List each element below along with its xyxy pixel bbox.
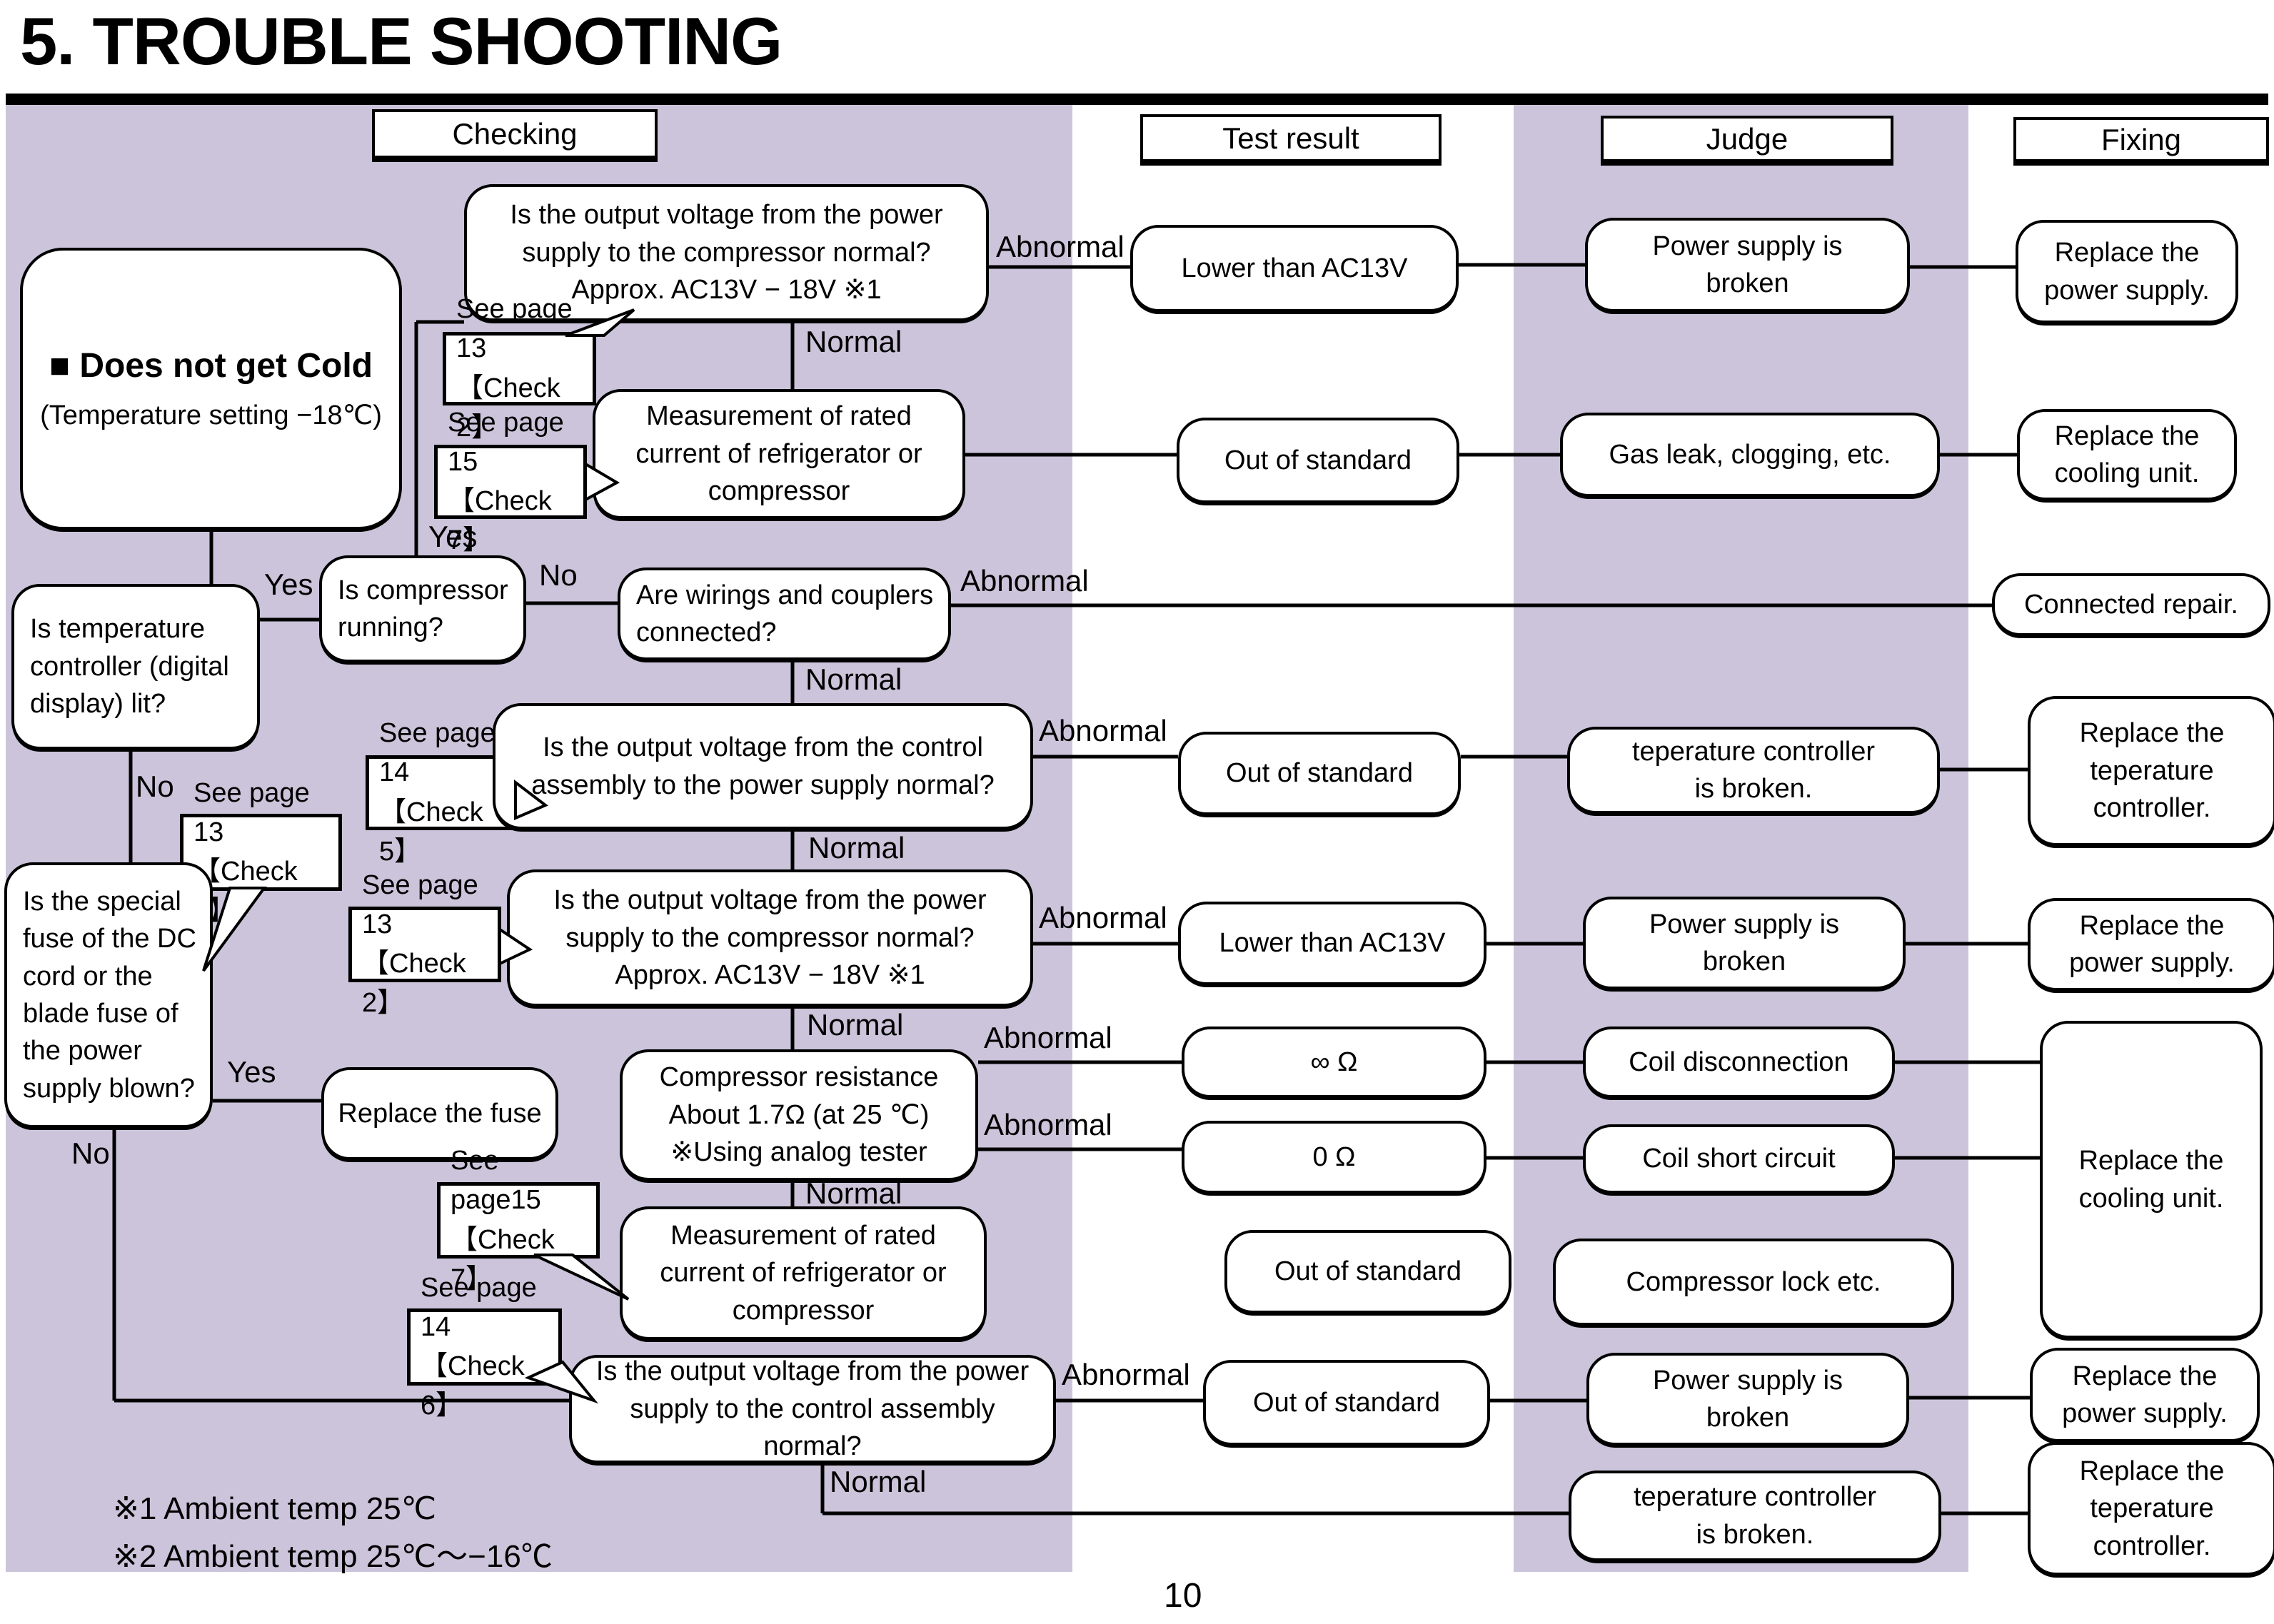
footnote-1: ※1 Ambient temp 25℃ — [113, 1491, 437, 1526]
question-measurement-rated-1: Measurement of rated current of refriger… — [593, 389, 965, 519]
header-fixing-label: Fixing — [2101, 122, 2182, 156]
fix-replace-temp-controller-1: Replace the teperature controller. — [2028, 696, 2274, 846]
header-checking-label: Checking — [452, 116, 578, 151]
fix-connected-repair: Connected repair. — [1992, 573, 2270, 636]
label-no-compressor: No — [539, 558, 578, 592]
header-fixing: Fixing — [2013, 117, 2269, 166]
result-lower-than-ac13v-2: Lower than AC13V — [1178, 902, 1486, 985]
header-judge: Judge — [1601, 116, 1893, 166]
label-yes-compressor: Yes — [428, 520, 478, 553]
judge-power-supply-broken-1: Power supply is broken — [1585, 218, 1910, 312]
judge-temp-controller-broken-2: teperature controller is broken. — [1569, 1471, 1941, 1561]
label-normal-2: Normal — [805, 662, 902, 696]
result-zero-ohm: 0 Ω — [1182, 1121, 1486, 1194]
judge-compressor-lock: Compressor lock etc. — [1553, 1239, 1954, 1326]
result-out-of-standard-1: Out of standard — [1177, 418, 1459, 503]
label-no-temp-lit: No — [136, 770, 174, 803]
fix-replace-cooling-unit-1: Replace the cooling unit. — [2017, 409, 2237, 500]
result-infinite-ohm: ∞ Ω — [1182, 1027, 1486, 1098]
question-compressor-resistance: Compressor resistance About 1.7Ω (at 25 … — [620, 1049, 978, 1181]
label-normal-1: Normal — [805, 325, 902, 358]
fix-replace-cooling-unit-2: Replace the cooling unit. — [2040, 1021, 2263, 1338]
fix-replace-power-supply-1: Replace the power supply. — [2016, 220, 2238, 323]
page-title: 5. TROUBLE SHOOTING — [20, 4, 783, 79]
label-abnormal-3: Abnormal — [1039, 714, 1167, 747]
label-abnormal-4: Abnormal — [1039, 901, 1167, 934]
label-normal-3: Normal — [808, 831, 905, 864]
title-rule — [6, 94, 2268, 105]
question-power-to-compressor-2: Is the output voltage from the power sup… — [507, 869, 1033, 1007]
fix-replace-power-supply-2: Replace the power supply. — [2028, 898, 2274, 991]
label-yes-fuse: Yes — [227, 1055, 276, 1089]
result-out-of-standard-4: Out of standard — [1203, 1360, 1490, 1446]
question-temp-controller-lit: Is temperature controller (digital displ… — [11, 584, 260, 750]
start-heading: ■ Does not get Cold — [49, 347, 373, 385]
judge-gas-leak: Gas leak, clogging, etc. — [1560, 413, 1940, 497]
header-checking: Checking — [372, 109, 658, 162]
label-abnormal-2: Abnormal — [960, 564, 1089, 597]
footnote-2: ※2 Ambient temp 25℃〜−16℃ — [113, 1539, 553, 1574]
label-normal-4: Normal — [807, 1008, 904, 1042]
start-node-does-not-get-cold: ■ Does not get Cold (Temperature setting… — [20, 248, 402, 530]
label-abnormal-7: Abnormal — [1062, 1358, 1190, 1391]
question-control-assembly-1: Is the output voltage from the control a… — [493, 703, 1033, 829]
label-abnormal-6: Abnormal — [984, 1108, 1112, 1141]
question-compressor-running: Is compressor running? — [319, 555, 526, 662]
judge-power-supply-broken-2: Power supply is broken — [1583, 897, 1906, 989]
label-abnormal-5: Abnormal — [984, 1021, 1112, 1054]
question-control-assembly-2: Is the output voltage from the power sup… — [569, 1355, 1056, 1463]
header-test-result: Test result — [1140, 114, 1442, 166]
judge-power-supply-broken-3: Power supply is broken — [1586, 1353, 1909, 1446]
fix-replace-power-supply-3: Replace the power supply. — [2030, 1348, 2260, 1442]
result-lower-than-ac13v-1: Lower than AC13V — [1130, 225, 1459, 312]
header-test-result-label: Test result — [1222, 121, 1359, 155]
label-abnormal-1: Abnormal — [996, 230, 1125, 263]
question-power-to-compressor-1: Is the output voltage from the power sup… — [464, 184, 989, 321]
question-measurement-rated-2: Measurement of rated current of refriger… — [620, 1206, 987, 1340]
question-special-fuse-blown: Is the special fuse of the DC cord or th… — [4, 862, 213, 1128]
header-judge-label: Judge — [1706, 121, 1788, 156]
label-normal-6: Normal — [830, 1465, 927, 1498]
label-normal-5: Normal — [805, 1176, 902, 1210]
fix-replace-temp-controller-2: Replace the teperature controller. — [2028, 1442, 2274, 1575]
result-out-of-standard-2: Out of standard — [1178, 732, 1461, 815]
page-number: 10 — [1164, 1577, 1202, 1615]
judge-column-band — [1514, 104, 1968, 1572]
judge-coil-disconnection: Coil disconnection — [1583, 1027, 1895, 1098]
judge-coil-short-circuit: Coil short circuit — [1583, 1124, 1895, 1194]
start-subheading: (Temperature setting −18℃) — [40, 400, 382, 431]
judge-temp-controller-broken-1: teperature controller is broken. — [1567, 727, 1940, 814]
result-out-of-standard-3: Out of standard — [1224, 1230, 1511, 1313]
action-replace-fuse: Replace the fuse — [321, 1067, 558, 1160]
label-no-fuse: No — [71, 1136, 110, 1170]
question-wirings-connected: Are wirings and couplers connected? — [618, 568, 951, 660]
label-yes-temp-lit: Yes — [264, 568, 313, 601]
